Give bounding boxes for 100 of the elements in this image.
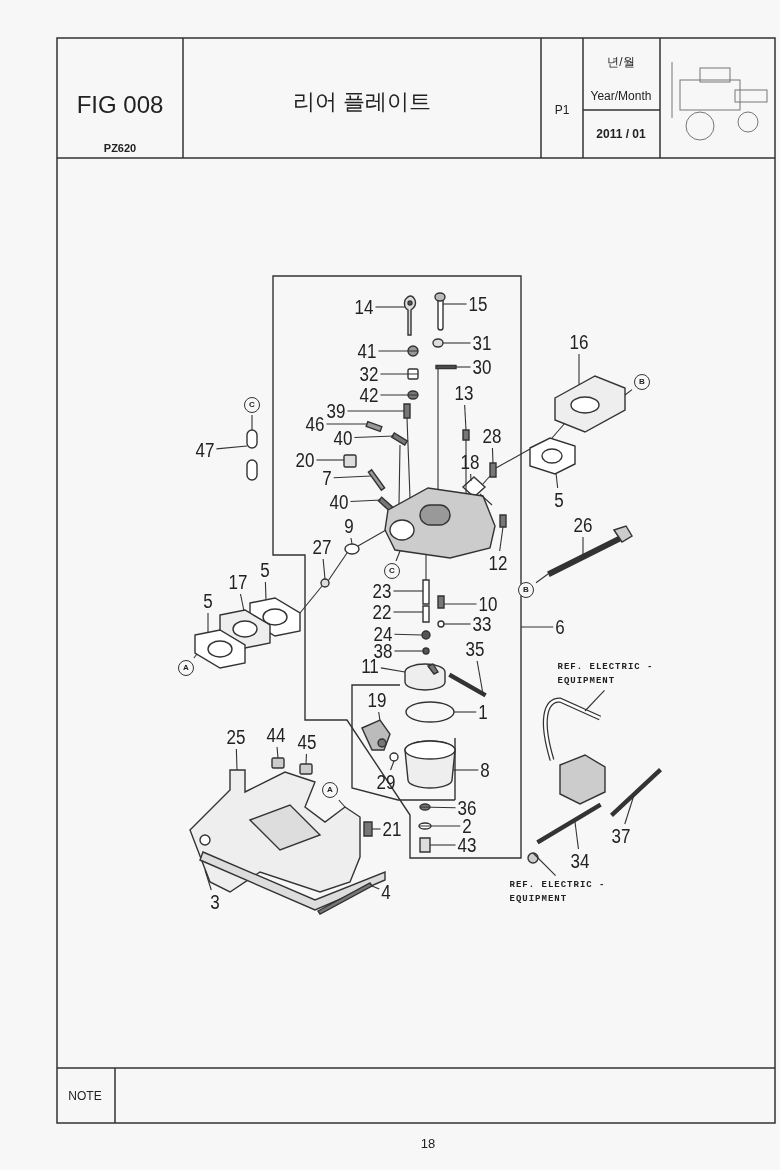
callout-number: 35 xyxy=(465,639,485,659)
callout-number: 5 xyxy=(203,591,213,611)
leader-line xyxy=(193,653,198,659)
callout-number: 38 xyxy=(373,641,393,661)
leader-line xyxy=(491,447,494,464)
leader-line xyxy=(377,350,419,352)
leader-line xyxy=(371,885,380,890)
callout-number: 37 xyxy=(611,826,631,846)
assembly-line xyxy=(495,448,531,469)
leader-line xyxy=(582,536,584,556)
callout-number: 13 xyxy=(454,383,474,403)
leader-line xyxy=(333,475,372,479)
connection-marker: C xyxy=(244,397,260,413)
leader-line xyxy=(442,303,468,305)
connection-marker: C xyxy=(384,563,400,579)
note-heading: NOTE xyxy=(68,1090,102,1102)
callout-number: 42 xyxy=(359,385,379,405)
assembly-line xyxy=(437,367,439,491)
leader-line xyxy=(207,612,209,634)
screw xyxy=(462,429,470,441)
callout-number: 40 xyxy=(329,492,349,512)
callout-number: 15 xyxy=(468,294,488,314)
assembly-line xyxy=(299,585,323,614)
leader-line xyxy=(470,473,472,482)
leader-line xyxy=(624,794,635,825)
leader-line xyxy=(322,558,326,580)
callout-number: 44 xyxy=(266,725,286,745)
leader-line xyxy=(239,593,245,612)
leader-line xyxy=(371,828,382,830)
callout-number: 2 xyxy=(462,816,472,836)
leader-line xyxy=(276,746,279,759)
leader-line xyxy=(584,689,606,712)
leader-line xyxy=(378,711,381,722)
assembly-line xyxy=(398,444,401,505)
leader-line xyxy=(555,472,559,489)
leader-line xyxy=(499,526,504,552)
leader-line xyxy=(379,373,419,375)
leader-line xyxy=(464,404,467,431)
jet xyxy=(422,605,430,623)
cable xyxy=(542,697,602,761)
bolt xyxy=(419,837,431,853)
washer xyxy=(389,752,399,762)
leader-line xyxy=(392,590,424,592)
leader-line xyxy=(215,445,248,450)
leader-line xyxy=(380,667,406,673)
page-number: 18 xyxy=(420,1136,436,1150)
callout-number: 19 xyxy=(367,690,387,710)
screw xyxy=(320,578,330,588)
solenoid xyxy=(361,719,391,751)
callout-number: 5 xyxy=(260,560,270,580)
callout-number: 9 xyxy=(344,516,354,536)
cap xyxy=(343,454,357,468)
ball xyxy=(422,647,430,655)
leader-line xyxy=(476,660,484,695)
page-code: P1 xyxy=(554,104,570,116)
callout-number: 30 xyxy=(472,357,492,377)
leader-line xyxy=(393,650,424,652)
screw xyxy=(365,420,383,433)
nozzle xyxy=(437,595,445,609)
callout-number: 33 xyxy=(472,614,492,634)
leader-line xyxy=(264,581,267,601)
callout-number: 7 xyxy=(322,468,332,488)
leader-line xyxy=(443,603,478,605)
leader-line xyxy=(305,753,307,765)
leader-line xyxy=(353,435,395,439)
float-bowl xyxy=(404,740,456,789)
gasket xyxy=(194,629,246,669)
callout-number: 4 xyxy=(381,882,391,902)
callout-number: 43 xyxy=(457,835,477,855)
callout-number: 26 xyxy=(573,515,593,535)
connection-marker: A xyxy=(322,782,338,798)
screw xyxy=(403,403,411,419)
assembly-line xyxy=(357,529,387,547)
leader-line xyxy=(624,389,633,396)
leader-line xyxy=(374,306,406,308)
pin xyxy=(422,579,430,605)
callout-number: 23 xyxy=(372,581,392,601)
pin xyxy=(448,672,487,698)
figure-number: FIG 008 xyxy=(76,93,164,117)
washer xyxy=(419,803,431,811)
callout-number: 17 xyxy=(228,572,248,592)
leader-line xyxy=(453,711,477,713)
callout-number: 6 xyxy=(555,617,565,637)
callout-number: 45 xyxy=(297,732,317,752)
callout-number: 32 xyxy=(359,364,379,384)
bolt xyxy=(527,852,539,864)
callout-number: 10 xyxy=(478,594,498,614)
leader-line xyxy=(325,423,368,425)
leader-line xyxy=(204,869,212,891)
callout-number: 47 xyxy=(195,440,215,460)
bracket xyxy=(189,769,361,893)
connection-marker: B xyxy=(518,582,534,598)
rod xyxy=(609,767,663,818)
callout-number: 25 xyxy=(226,727,246,747)
leader-line xyxy=(520,626,554,628)
assembly-line xyxy=(327,552,348,582)
bolt xyxy=(299,763,313,775)
leader-line xyxy=(349,499,382,502)
ring xyxy=(407,390,419,400)
pin xyxy=(435,364,457,370)
